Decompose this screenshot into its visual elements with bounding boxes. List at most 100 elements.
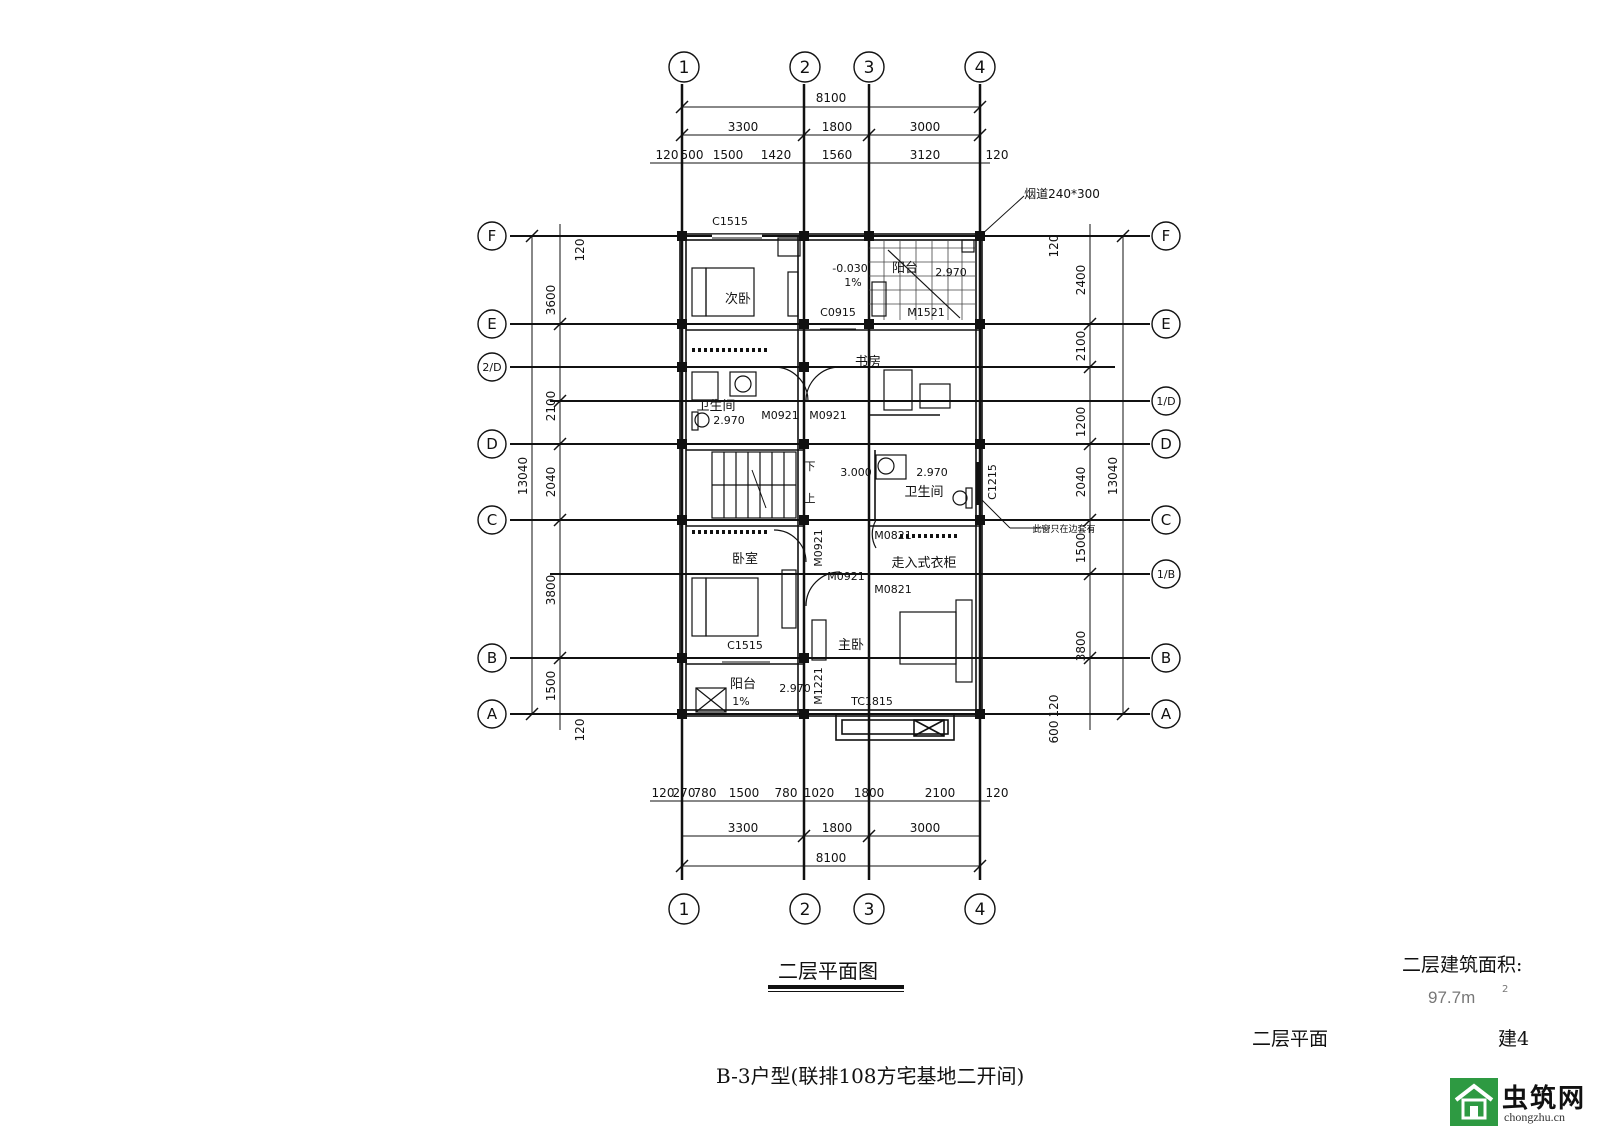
dim-text: 780: [694, 786, 717, 800]
axis-label: 3: [864, 58, 875, 78]
axis-label: D: [1160, 435, 1172, 453]
sheet-number: 建4: [1498, 1028, 1530, 1050]
dim-text: 1200: [1074, 407, 1088, 438]
axis-bubble-1-top: [668, 51, 700, 83]
axis-label: 4: [975, 900, 986, 920]
dim-text: 120: [573, 239, 587, 262]
room-label: 阳台: [892, 261, 918, 276]
room-label: 书房: [855, 354, 881, 370]
dim-text: 120: [656, 148, 679, 162]
dim-text: 2040: [544, 467, 558, 498]
dim-text: 120: [1047, 695, 1061, 718]
door-label: M0921: [761, 409, 799, 422]
axis-label: D: [486, 435, 498, 453]
axis-label: B: [487, 649, 497, 667]
axis-label: 2: [800, 900, 811, 920]
axis-bubble-3-top: [853, 51, 885, 83]
chimney-label: 烟道240*300: [1024, 187, 1100, 201]
axis-label: F: [1162, 227, 1171, 245]
dim-text: 1560: [822, 148, 853, 162]
watermark-site-name: 虫筑网: [1502, 1084, 1587, 1114]
axis-label: A: [487, 705, 498, 723]
axis-bubble-2-bottom: [789, 893, 821, 925]
watermark-logo: 虫筑网 chongzhu.cn: [1450, 1078, 1595, 1128]
drawing-title: 二层平面图: [778, 959, 878, 983]
dim-text: 8100: [816, 851, 847, 865]
axis-label: E: [1161, 315, 1170, 333]
axis-label: E: [487, 315, 496, 333]
room-label: 卫生间: [696, 399, 735, 414]
axis-bubble-3-bottom: [853, 893, 885, 925]
door-label: M0921: [812, 529, 825, 567]
axis-label: C: [487, 511, 497, 529]
axis-label: 1/B: [1157, 568, 1175, 581]
axis-label: B: [1161, 649, 1171, 667]
window-label: TC1815: [850, 695, 893, 708]
dim-text: 120: [652, 786, 675, 800]
axis-label: 4: [975, 58, 986, 78]
stair-mark: 下: [805, 460, 816, 473]
dim-text: 120: [986, 148, 1009, 162]
axis-label: 1/D: [1156, 395, 1175, 408]
dim-text: 13040: [516, 457, 530, 495]
room-label: 卫生间: [904, 485, 943, 500]
dim-text: 13040: [1106, 457, 1120, 495]
watermark-site-url: chongzhu.cn: [1504, 1110, 1565, 1124]
axis-bubble-2-top: [789, 51, 821, 83]
room-label: 主卧: [838, 638, 864, 653]
level-mark: 2.970: [713, 414, 745, 427]
dim-text: 1420: [761, 148, 792, 162]
level-mark: 2.970: [779, 682, 811, 695]
axis-bubble-1-bottom: [668, 893, 700, 925]
room-label: 阳台: [730, 677, 756, 692]
window-label: C0915: [820, 306, 856, 319]
dim-text: 3300: [728, 821, 759, 835]
room-label: 走入式衣柜: [891, 555, 956, 571]
dim-text: 120: [573, 719, 587, 742]
dim-text: 1500: [729, 786, 760, 800]
axis-label: 1: [679, 900, 690, 920]
axis-label: C: [1161, 511, 1171, 529]
dim-text: 3300: [728, 120, 759, 134]
window-label: C1515: [712, 215, 748, 228]
door-label: M1521: [907, 306, 945, 319]
level-mark: 2.970: [916, 466, 948, 479]
dim-text: 1800: [822, 821, 853, 835]
dim-text: 3800: [1074, 631, 1088, 662]
stair-mark: 上: [805, 492, 816, 505]
dim-text: 2400: [1074, 265, 1088, 296]
dim-text: 780: [775, 786, 798, 800]
dim-text: 2040: [1074, 467, 1088, 498]
door-label: M0921: [827, 570, 865, 583]
dim-text: 2100: [1074, 331, 1088, 362]
window-label: C1215: [986, 464, 999, 500]
axis-label: 2/D: [482, 361, 501, 374]
dim-text: 3600: [544, 285, 558, 316]
dim-text: 1500: [544, 671, 558, 702]
axis-bubble-4-top: [964, 51, 996, 83]
area-value: 97.7m: [1428, 988, 1476, 1007]
door-label: M1221: [812, 667, 825, 705]
dim-text: 270: [673, 786, 696, 800]
window-label: C1515: [727, 639, 763, 652]
area-unit-superscript: 2: [1502, 984, 1509, 995]
axis-bubble-4-bottom: [964, 893, 996, 925]
room-label: 次卧: [725, 291, 751, 307]
house-icon: [1450, 1078, 1498, 1126]
level-mark: -0.030: [832, 262, 867, 275]
window-note: 此窗只在边套有: [1032, 523, 1095, 535]
dim-text: 3000: [910, 821, 941, 835]
axis-label: A: [1161, 705, 1172, 723]
dim-text: 1800: [822, 120, 853, 134]
axis-label: F: [488, 227, 497, 245]
bay-window: [835, 713, 955, 741]
dim-text: 120: [1047, 235, 1061, 258]
dim-text: 8100: [816, 91, 847, 105]
level-mark: 3.000: [840, 466, 872, 479]
door-label: M0821: [874, 529, 912, 542]
level-mark: 2.970: [935, 266, 967, 279]
room-label: 卧室: [732, 551, 758, 567]
axis-label: 3: [864, 900, 875, 920]
dim-text: 600: [1047, 721, 1061, 744]
dim-text: 2100: [925, 786, 956, 800]
